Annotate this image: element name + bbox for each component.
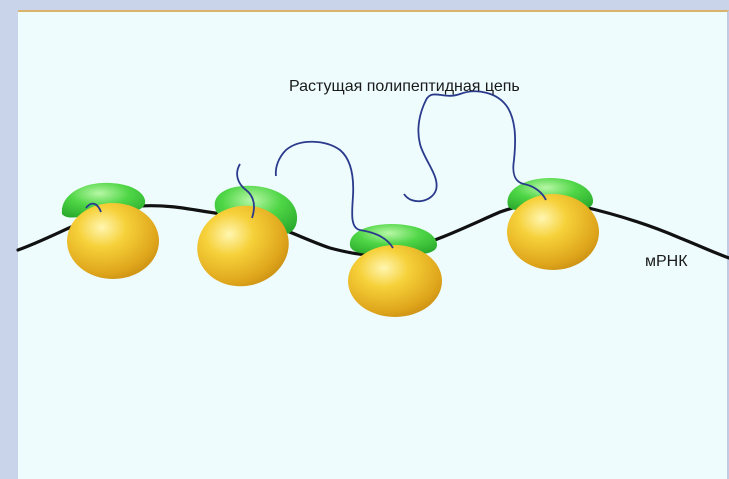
polypeptide-2 <box>236 163 255 219</box>
large-subunit-4 <box>507 194 599 270</box>
polypeptide-1 <box>85 202 102 213</box>
ribosome-2 <box>197 163 298 287</box>
growing-chain-label: Растущая полипептидная цепь <box>289 78 520 95</box>
ribosome-1 <box>61 182 159 279</box>
large-subunit-2 <box>197 205 289 287</box>
polypeptide-3 <box>274 140 394 249</box>
polypeptide-4 <box>403 90 547 203</box>
ribosome-3 <box>274 140 442 317</box>
large-subunit-1 <box>67 203 159 279</box>
ribosome-4 <box>403 90 599 270</box>
large-subunit-3 <box>348 245 442 317</box>
small-subunit-3 <box>349 224 438 255</box>
mrna-label: мРНК <box>645 253 688 270</box>
